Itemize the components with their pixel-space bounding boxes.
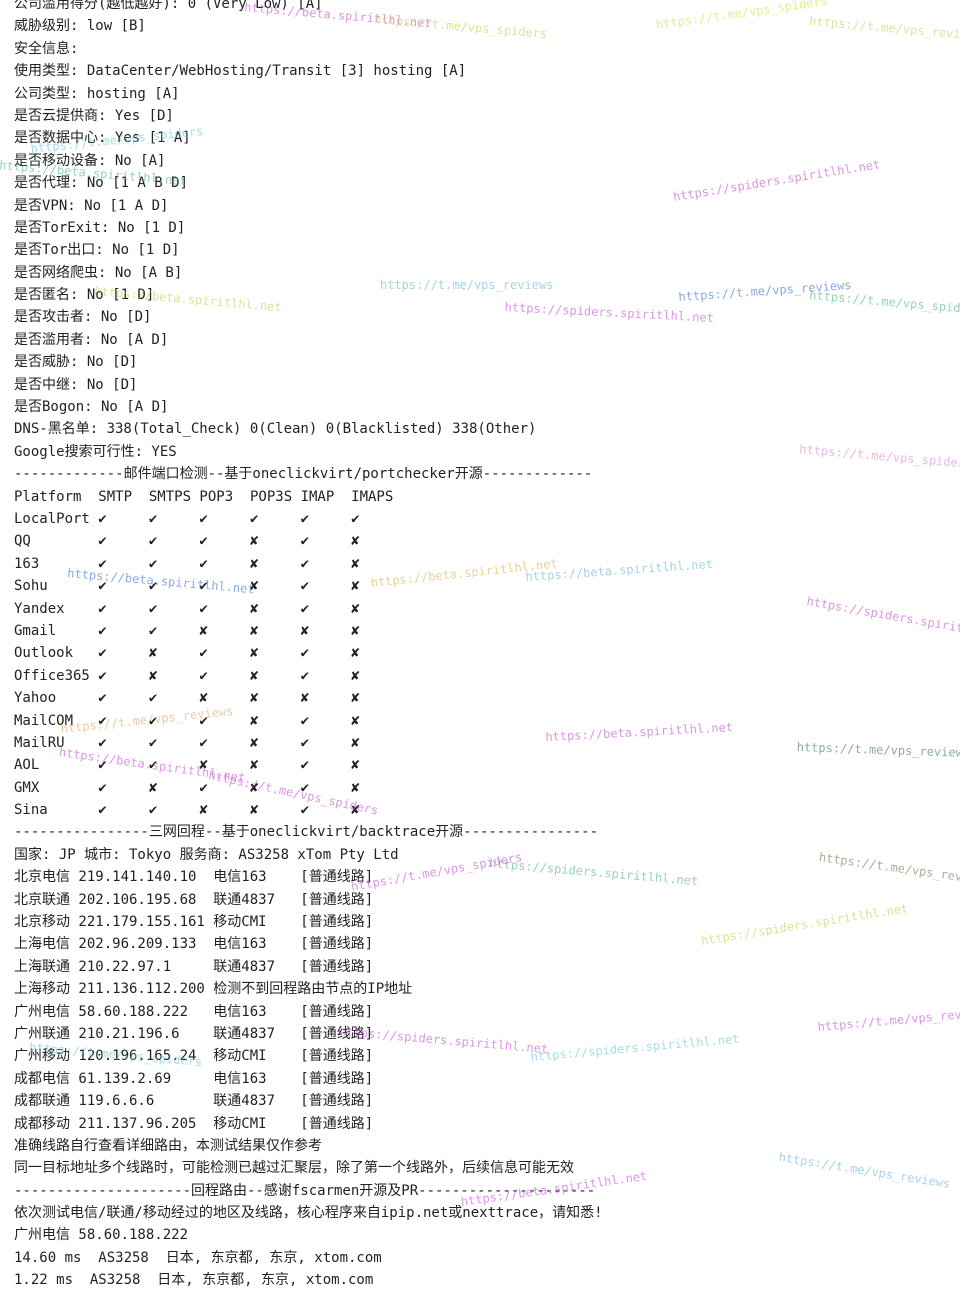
terminal-line: 广州联通 210.21.196.6 联通4837 [普通线路] — [14, 1025, 374, 1042]
terminal-line: 威胁级别: low [B] — [14, 18, 146, 35]
terminal-line: AOL ✔ ✔ ✘ ✘ ✔ ✘ — [14, 757, 360, 774]
watermark-text: https://spiders.spiritlhl.net — [700, 901, 910, 948]
terminal-line: 是否数据中心: Yes [1 A] — [14, 130, 191, 147]
terminal-line: 同一目标地址多个线路时，可能检测已越过汇聚层，除了第一个线路外，后续信息可能无效 — [14, 1160, 574, 1177]
terminal-line: 是否代理: No [1 A B D] — [14, 175, 189, 192]
terminal-line: Gmail ✔ ✔ ✘ ✘ ✘ ✘ — [14, 622, 360, 639]
terminal-line: 国家: JP 城市: Tokyo 服务商: AS3258 xTom Pty Lt… — [14, 846, 399, 863]
terminal-line: 广州电信 58.60.188.222 电信163 [普通线路] — [14, 1003, 374, 1020]
terminal-line: 是否网络爬虫: No [A B] — [14, 264, 183, 281]
terminal-line: 公司类型: hosting [A] — [14, 85, 180, 102]
terminal-output: 公司滥用得分(越低越好): 0 (Very Low) [A] 威胁级别: low … — [14, 0, 603, 1292]
watermark-text: https://t.me/vps_reviews — [818, 850, 960, 888]
terminal-line: Sohu ✔ ✔ ✔ ✘ ✔ ✘ — [14, 578, 360, 595]
terminal-line: 北京移动 221.179.155.161 移动CMI [普通线路] — [14, 914, 374, 931]
terminal-line: 使用类型: DataCenter/WebHosting/Transit [3] … — [14, 63, 467, 80]
terminal-line: 成都电信 61.139.2.69 电信163 [普通线路] — [14, 1070, 374, 1087]
watermark-text: https://t.me/vps_spiders — [808, 288, 960, 318]
terminal-line: ---------------------回程路由--感谢fscarmen开源及… — [14, 1182, 596, 1199]
terminal-line: 是否云提供商: Yes [D] — [14, 107, 174, 124]
terminal-line: Outlook ✔ ✘ ✔ ✘ ✔ ✘ — [14, 645, 360, 662]
terminal-line: 是否滥用者: No [A D] — [14, 331, 169, 348]
terminal-line: GMX ✔ ✘ ✔ ✘ ✔ ✘ — [14, 779, 360, 796]
terminal-line: Google搜索可行性: YES — [14, 443, 177, 460]
terminal-line: 14.60 ms AS3258 日本, 东京都, 东京, xtom.com — [14, 1249, 382, 1266]
watermark-text: https://t.me/vps_reviews — [777, 1150, 952, 1191]
terminal-line: 是否Tor出口: No [1 D] — [14, 242, 180, 259]
terminal-line: Yandex ✔ ✔ ✔ ✘ ✔ ✘ — [14, 600, 360, 617]
terminal-line: Office365 ✔ ✘ ✔ ✘ ✔ ✘ — [14, 667, 360, 684]
terminal-line: 北京电信 219.141.140.10 电信163 [普通线路] — [14, 869, 374, 886]
terminal-line: 成都移动 211.137.96.205 移动CMI [普通线路] — [14, 1115, 374, 1132]
terminal-line: MailCOM ✔ ✔ ✔ ✘ ✔ ✘ — [14, 712, 360, 729]
watermark-text: https://t.me/vps_reviews — [817, 1004, 960, 1034]
watermark-text: https://t.me/vps_reviews — [678, 277, 852, 304]
terminal-line: 1.22 ms AS3258 日本, 东京都, 东京, xtom.com — [14, 1272, 374, 1289]
terminal-line: 上海联通 210.22.97.1 联通4837 [普通线路] — [14, 958, 374, 975]
terminal-line: 是否匿名: No [1 D] — [14, 287, 155, 304]
terminal-line: MailRU ✔ ✔ ✔ ✘ ✔ ✘ — [14, 734, 360, 751]
terminal-line: 是否攻击者: No [D] — [14, 309, 152, 326]
terminal-line: Yahoo ✔ ✔ ✘ ✘ ✘ ✘ — [14, 690, 360, 707]
watermark-text: https://t.me/vps_spiders — [655, 0, 829, 32]
watermark-text: https://t.me/vps_reviews — [796, 740, 960, 761]
watermark-text: https://spiders.spiritlhl.net — [672, 157, 882, 204]
terminal-line: 成都联通 119.6.6.6 联通4837 [普通线路] — [14, 1093, 374, 1110]
terminal-line: 准确线路自行查看详细路由，本测试结果仅作参考 — [14, 1137, 322, 1154]
terminal-line: ----------------三网回程--基于oneclickvirt/bac… — [14, 824, 599, 841]
terminal-line: 上海电信 202.96.209.133 电信163 [普通线路] — [14, 936, 374, 953]
terminal-line: Sina ✔ ✔ ✘ ✘ ✔ ✘ — [14, 802, 360, 819]
terminal-line: -------------邮件端口检测--基于oneclickvirt/port… — [14, 466, 593, 483]
terminal-line: LocalPort ✔ ✔ ✔ ✔ ✔ ✔ — [14, 510, 360, 527]
terminal-line: 是否Bogon: No [A D] — [14, 399, 169, 416]
terminal-line: Platform SMTP SMTPS POP3 POP3S IMAP IMAP… — [14, 488, 394, 505]
terminal-line: 是否中继: No [D] — [14, 376, 138, 393]
terminal-line: 是否威胁: No [D] — [14, 354, 138, 371]
terminal-line: 是否VPN: No [1 A D] — [14, 197, 169, 214]
terminal-line: 北京联通 202.106.195.68 联通4837 [普通线路] — [14, 891, 374, 908]
terminal-line: QQ ✔ ✔ ✔ ✘ ✔ ✘ — [14, 533, 360, 550]
terminal-line: 是否TorExit: No [1 D] — [14, 219, 186, 236]
terminal-line: DNS-黑名单: 338(Total_Check) 0(Clean) 0(Bla… — [14, 421, 537, 438]
terminal-line: 安全信息: — [14, 40, 79, 57]
terminal-line: 上海移动 211.136.112.200 检测不到回程路由节点的IP地址 — [14, 981, 413, 998]
watermark-text: https://t.me/vps_spiders — [798, 442, 960, 472]
terminal-line: 163 ✔ ✔ ✔ ✘ ✔ ✘ — [14, 555, 360, 572]
watermark-text: https://spiders.spiritlhl.net — [805, 594, 960, 645]
watermark-text: https://t.me/vps_reviews — [808, 14, 960, 44]
terminal-line: 依次测试电信/联通/移动经过的地区及线路，核心程序来自ipip.net或next… — [14, 1205, 603, 1222]
terminal-line: 公司滥用得分(越低越好): 0 (Very Low) [A] — [14, 0, 323, 12]
terminal-line: 广州移动 120.196.165.24 移动CMI [普通线路] — [14, 1048, 374, 1065]
terminal-line: 广州电信 58.60.188.222 — [14, 1227, 189, 1244]
terminal-line: 是否移动设备: No [A] — [14, 152, 166, 169]
